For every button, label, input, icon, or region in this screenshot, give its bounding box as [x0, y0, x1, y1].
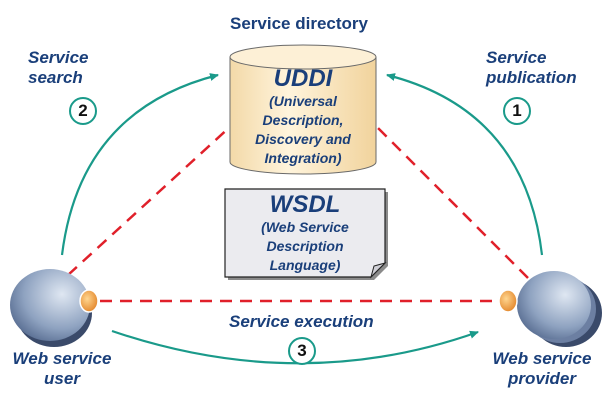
- dashed-links: [67, 124, 529, 303]
- service-directory-title: Service directory: [230, 14, 368, 33]
- wsdl-desc-line: Language): [269, 257, 341, 273]
- uddi-desc-line: Description,: [262, 112, 344, 128]
- user-port-icon: [79, 289, 99, 313]
- step-label-service-execution: Service execution: [229, 312, 374, 331]
- wsdl-desc-line: (Web Service: [261, 219, 349, 235]
- actor-label-line: Web service: [12, 349, 112, 368]
- dashed-link-provider-uddi: [377, 127, 529, 279]
- arrow-service-publication: [386, 73, 544, 256]
- step-label-line: search: [28, 68, 83, 87]
- web-service-user-label: Web service user: [0, 349, 124, 389]
- step-badge-1: 1: [503, 97, 531, 125]
- step-label-line: publication: [486, 68, 577, 87]
- web-service-provider-label: Web service provider: [482, 349, 602, 389]
- wsdl-document: [224, 188, 388, 280]
- step-label-service-publication: Service publication: [486, 48, 577, 88]
- uddi-desc-line: (Universal: [269, 93, 337, 109]
- wsdl-desc-line: Description: [266, 238, 344, 254]
- wsdl-label: WSDL (Web Service Description Language): [225, 192, 385, 275]
- dashed-link-user-uddi: [67, 124, 233, 276]
- wsdl-name: WSDL: [269, 191, 341, 218]
- provider-port-icon: [498, 289, 518, 313]
- uddi-label: UDDI (Universal Description, Discovery a…: [232, 66, 374, 168]
- step-badge-3: 3: [288, 337, 316, 365]
- step-label-service-search: Service search: [28, 48, 89, 88]
- step-label-line: Service: [28, 48, 89, 67]
- web-service-user-icon: [10, 269, 99, 347]
- uddi-cylinder: [229, 44, 377, 175]
- arrow-service-search: [60, 73, 219, 256]
- step-badge-2: 2: [69, 97, 97, 125]
- web-service-provider-icon: [498, 271, 602, 347]
- actor-label-line: provider: [507, 369, 577, 388]
- actor-label-line: user: [44, 369, 80, 388]
- uddi-name: UDDI: [273, 65, 333, 92]
- uddi-desc-line: Integration): [264, 150, 342, 166]
- step-label-line: Service: [486, 48, 547, 67]
- uddi-desc-line: Discovery and: [255, 131, 351, 147]
- actor-label-line: Web service: [492, 349, 592, 368]
